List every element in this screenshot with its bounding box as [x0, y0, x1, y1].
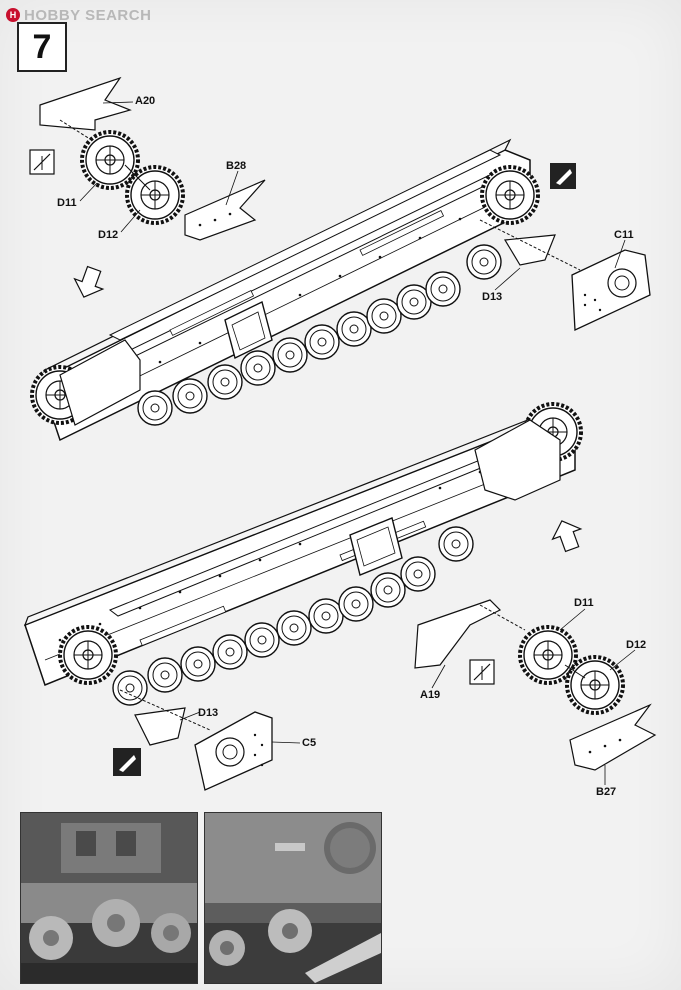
part-label-b28: B28 — [226, 160, 247, 172]
part-label-c5: C5 — [302, 737, 317, 749]
part-label-a20: A20 — [135, 95, 156, 107]
part-label-d12: D12 — [98, 229, 119, 241]
glue-icon — [550, 163, 576, 189]
direction-arrow-icon — [73, 265, 105, 298]
watermark-logo: H HOBBY SEARCH — [6, 4, 151, 26]
top-suspension-assembly — [30, 76, 651, 442]
reference-photo-left — [20, 812, 198, 984]
part-label-d13: D13 — [198, 707, 219, 719]
part-label-d13: D13 — [482, 291, 503, 303]
part-label-b27: B27 — [596, 786, 617, 798]
brand-text: HOBBY SEARCH — [24, 6, 152, 24]
direction-arrow-icon — [551, 520, 583, 553]
part-label-c11: C11 — [614, 229, 634, 241]
no-glue-icon — [29, 149, 55, 175]
part-label-d11: D11 — [57, 197, 77, 209]
glue-icon — [113, 748, 141, 776]
step-number: 7 — [17, 22, 67, 72]
bottom-suspension-assembly — [23, 402, 657, 791]
brand-mark-icon: H — [6, 8, 20, 22]
reference-photo-right — [204, 812, 382, 984]
part-label-d11: D11 — [574, 597, 594, 609]
part-label-d12: D12 — [626, 639, 647, 651]
part-label-a19: A19 — [420, 689, 441, 701]
no-glue-icon — [469, 659, 495, 685]
